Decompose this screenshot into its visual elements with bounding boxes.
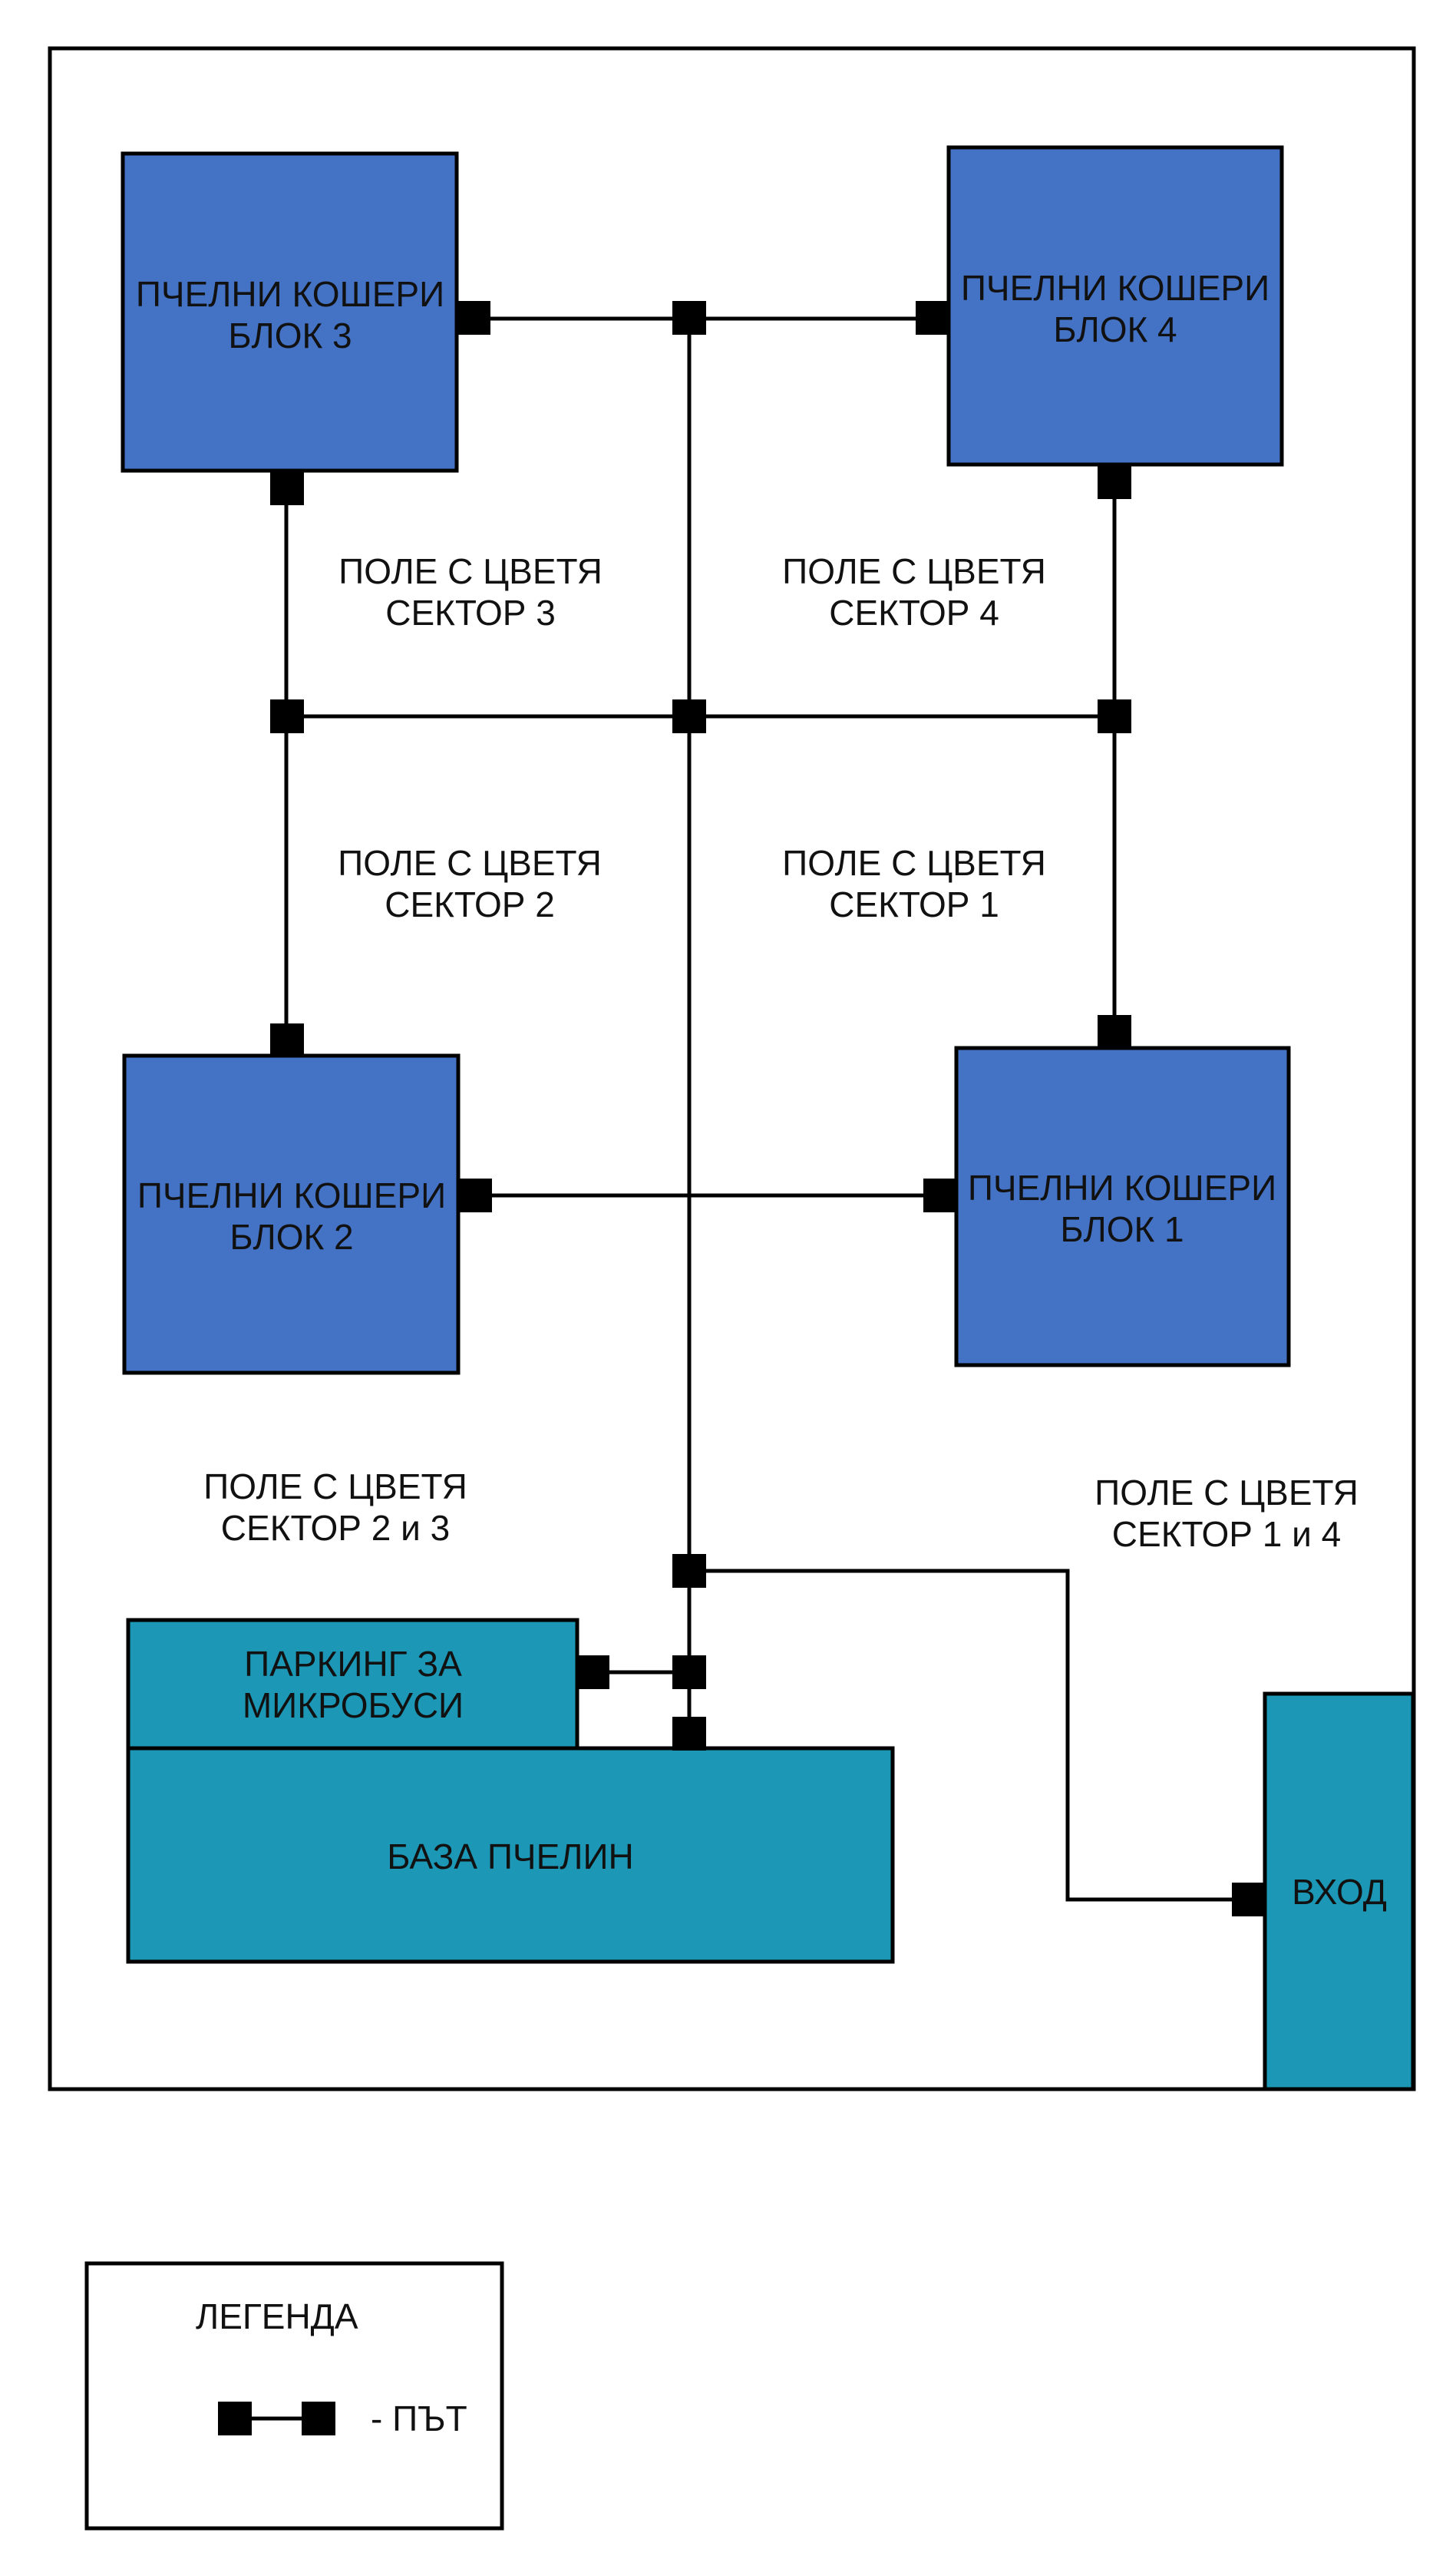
entrance: ВХОД	[1263, 1691, 1415, 2091]
junction-square	[458, 1179, 492, 1212]
field-sector-2-3-line1: ПОЛЕ С ЦВЕТЯ	[203, 1466, 467, 1506]
minibus-parking: ПАРКИНГ ЗА МИКРОБУСИ	[126, 1618, 579, 1751]
hive-block-1-line1: ПЧЕЛНИ КОШЕРИ	[968, 1168, 1276, 1208]
hive-block-3: ПЧЕЛНИ КОШЕРИ БЛОК 3	[121, 151, 459, 473]
entrance-label: ВХОД	[1292, 1872, 1387, 1912]
hive-block-2-line1: ПЧЕЛНИ КОШЕРИ	[137, 1175, 446, 1215]
road-network	[284, 316, 1249, 1902]
legend-road-label: - ПЪТ	[371, 2399, 467, 2438]
field-sector-3-line2: СЕКТОР 3	[385, 593, 556, 633]
junction-square	[923, 1179, 957, 1212]
junction-square	[457, 301, 490, 335]
hive-block-1-line2: БЛОК 1	[1060, 1209, 1184, 1249]
base-label: БАЗА ПЧЕЛИН	[387, 1837, 633, 1876]
field-sector-2-line2: СЕКТОР 2	[385, 884, 555, 924]
junction-square	[916, 301, 949, 335]
hive-block-4-line2: БЛОК 4	[1053, 309, 1177, 349]
field-sector-4-line2: СЕКТОР 4	[829, 593, 999, 633]
parking-line1: ПАРКИНГ ЗА	[244, 1644, 462, 1684]
junction-square	[270, 699, 304, 733]
junction-square	[1098, 465, 1131, 499]
junction-square	[672, 301, 706, 335]
legend-road-square-left	[218, 2402, 252, 2435]
junction-square	[672, 699, 706, 733]
junction-square	[672, 1655, 706, 1689]
flower-fields: ПОЛЕ С ЦВЕТЯ СЕКТОР 3 ПОЛЕ С ЦВЕТЯ СЕКТО…	[203, 551, 1359, 1554]
legend: ЛЕГЕНДА - ПЪТ	[84, 2261, 504, 2531]
field-sector-2-line1: ПОЛЕ С ЦВЕТЯ	[338, 843, 602, 883]
legend-road-square-right	[302, 2402, 335, 2435]
hive-block-4-line1: ПЧЕЛНИ КОШЕРИ	[961, 268, 1269, 308]
junction-square	[1098, 1015, 1131, 1049]
field-sector-4-line1: ПОЛЕ С ЦВЕТЯ	[782, 551, 1046, 591]
junction-square	[1098, 699, 1131, 733]
hive-block-1: ПЧЕЛНИ КОШЕРИ БЛОК 1	[954, 1046, 1291, 1367]
hive-block-3-line1: ПЧЕЛНИ КОШЕРИ	[136, 274, 444, 314]
site-boundary	[48, 46, 1416, 2091]
junction-square	[1232, 1883, 1266, 1916]
field-sector-1-4-line2: СЕКТОР 1 и 4	[1112, 1514, 1341, 1554]
field-sector-2-3-line2: СЕКТОР 2 и 3	[221, 1508, 450, 1548]
road-junctions	[270, 301, 1266, 1916]
junction-square	[672, 1717, 706, 1751]
hive-block-4: ПЧЕЛНИ КОШЕРИ БЛОК 4	[946, 145, 1284, 467]
base-pchelin: БАЗА ПЧЕЛИН	[126, 1746, 895, 1964]
legend-box	[84, 2261, 504, 2531]
junction-square	[576, 1655, 609, 1689]
hive-block-2: ПЧЕЛНИ КОШЕРИ БЛОК 2	[122, 1053, 461, 1375]
junction-square	[270, 471, 304, 505]
junction-square	[270, 1023, 304, 1057]
field-sector-1-line1: ПОЛЕ С ЦВЕТЯ	[782, 843, 1046, 883]
hive-block-2-line2: БЛОК 2	[229, 1217, 353, 1257]
road-to-entrance	[689, 1569, 1249, 1902]
field-sector-1-line2: СЕКТОР 1	[829, 884, 999, 924]
hive-block-3-line2: БЛОК 3	[228, 316, 352, 355]
field-sector-1-4-line1: ПОЛЕ С ЦВЕТЯ	[1094, 1473, 1359, 1513]
field-sector-3-line1: ПОЛЕ С ЦВЕТЯ	[338, 551, 603, 591]
junction-square	[672, 1554, 706, 1588]
parking-line2: МИКРОБУСИ	[243, 1685, 464, 1725]
legend-title: ЛЕГЕНДА	[196, 2296, 358, 2336]
